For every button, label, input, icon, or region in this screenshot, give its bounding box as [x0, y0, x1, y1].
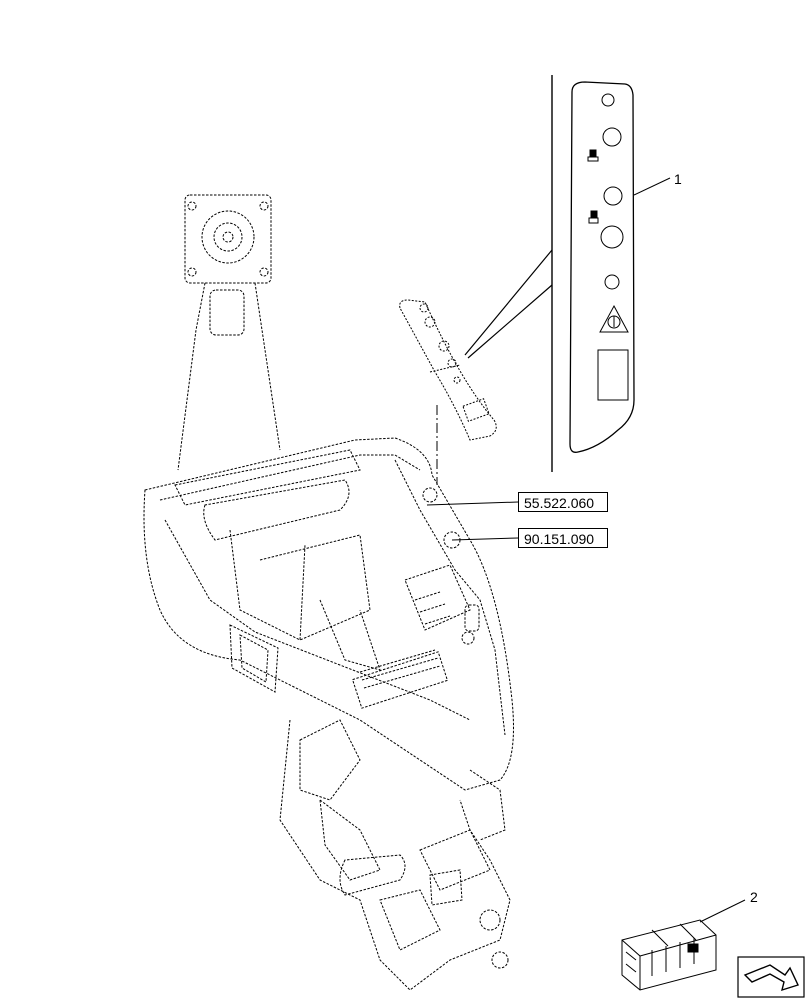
crate-icon	[621, 919, 717, 991]
decal-panel-small	[399, 299, 497, 441]
leader-1	[633, 177, 671, 196]
warning-triangle-icon	[599, 304, 629, 333]
control-console	[143, 194, 514, 991]
decal-panel-large	[569, 81, 635, 453]
leader-2	[699, 899, 746, 923]
tractor-symbol-icon	[587, 149, 599, 224]
decal-label-area	[597, 349, 629, 401]
return-arrow-icon	[737, 956, 805, 998]
zoom-leader-lower	[467, 284, 553, 359]
zoom-leader-upper	[464, 249, 553, 356]
ref-leader-2	[451, 537, 519, 541]
line-art	[143, 75, 805, 998]
mount-plate	[184, 194, 272, 284]
ref-leader-1	[426, 501, 519, 506]
callout-1: 1	[674, 171, 682, 187]
reference-label-55-522-060[interactable]: 55.522.060	[518, 492, 608, 512]
callout-2: 2	[750, 889, 758, 905]
reference-label-90-151-090[interactable]: 90.151.090	[518, 528, 608, 548]
